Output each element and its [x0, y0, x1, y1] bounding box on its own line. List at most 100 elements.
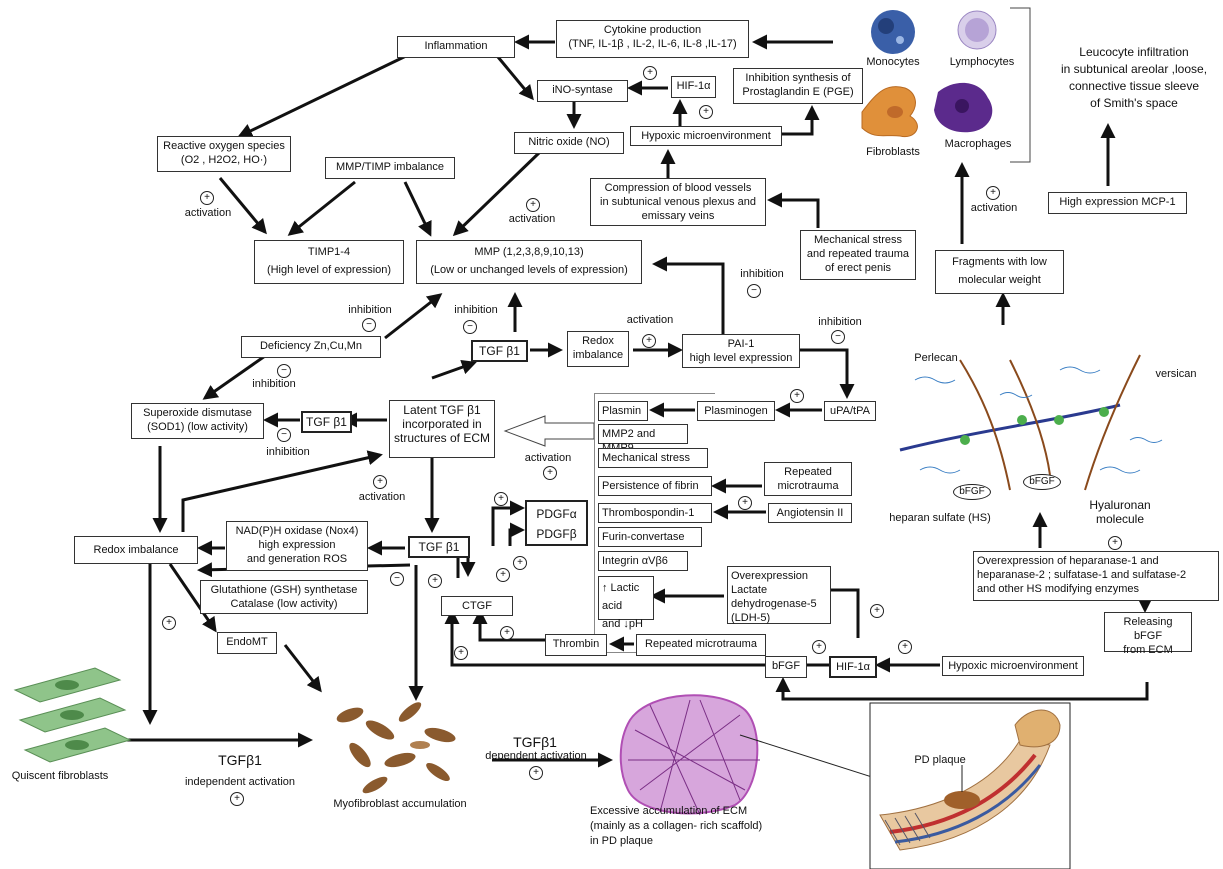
plus-sign: + [500, 626, 514, 640]
label-versican: versican [1155, 368, 1197, 380]
monocyte-cell [871, 10, 915, 54]
label-perlecan: Perlecan [914, 352, 958, 364]
plus-sign: + [870, 604, 884, 618]
penis-anatomy-panel [869, 702, 1071, 869]
box-mmp2-mmp9: MMP2 and MMP9 [598, 424, 688, 454]
label-independent-activation: independent activation [184, 776, 296, 788]
plus-sign: + [162, 616, 176, 630]
box-inhibition-pge: Inhibition synthesis of Prostaglandin E … [733, 68, 863, 104]
box-thrombospondin: Thrombospondin-1 [598, 503, 712, 523]
box-nadph-oxidase: NAD(P)H oxidase (Nox4) high expression a… [226, 521, 368, 571]
label-inhibition-upa: inhibition [818, 316, 862, 328]
label-leucocyte-infiltration: Leucocyte infiltration in subtunical are… [1060, 45, 1208, 110]
lymphocyte-cell [957, 10, 997, 50]
box-ctgf: CTGF [441, 596, 513, 616]
plus-sign: + [513, 556, 527, 570]
label-activation-no: activation [508, 213, 556, 225]
box-tgfb1-mid: TGF β1 [471, 340, 528, 362]
label-inhibition-tgf: inhibition [454, 304, 498, 316]
label-activation-fragments: activation [970, 202, 1018, 214]
plus-sign: + [200, 191, 214, 205]
label-inhibition-pai: inhibition [740, 268, 784, 280]
minus-sign: − [463, 320, 477, 334]
hollow-arrow [503, 415, 595, 447]
minus-sign: − [362, 318, 376, 332]
plus-sign: + [529, 766, 543, 780]
arrows [120, 34, 1153, 768]
plus-sign: + [986, 186, 1000, 200]
ecm-collagen-image [619, 694, 760, 816]
label-monocytes: Monocytes [866, 56, 920, 68]
plus-sign: + [494, 492, 508, 506]
fibroblast-cell [861, 86, 918, 138]
plus-sign: + [699, 105, 713, 119]
box-superoxide-dismutase: Superoxide dismutase (SOD1) (low activit… [131, 403, 264, 439]
box-tgfb1-left: TGF β1 [301, 411, 352, 433]
box-bfgf: bFGF [765, 656, 807, 678]
box-reactive-oxygen: Reactive oxygen species (O2 , H2O2, HO·) [157, 136, 291, 172]
plus-sign: + [812, 640, 826, 654]
box-fragments: Fragments with low molecular weight [935, 250, 1064, 294]
plus-sign: + [643, 66, 657, 80]
label-fibroblasts: Fibroblasts [866, 146, 920, 158]
bfgf-ellipse-2: bFGF [1023, 474, 1061, 490]
plus-sign: + [496, 568, 510, 582]
label-dependent-activation: dependent activation [485, 750, 587, 762]
box-integrin: Integrin αVβ6 [598, 551, 688, 571]
label-inhibition-left: inhibition [266, 446, 310, 458]
ecm-structure [899, 354, 1163, 491]
label-inhibition-deficiency: inhibition [348, 304, 392, 316]
plus-sign: + [543, 466, 557, 480]
minus-sign: − [277, 428, 291, 442]
myofibroblast-cluster [336, 702, 456, 794]
box-redox-imbalance-left: Redox imbalance [74, 536, 198, 564]
plus-sign: + [790, 389, 804, 403]
label-quiscent-fibroblasts: Quiscent fibroblasts [11, 770, 109, 782]
box-ldh5: Overexpression Lactate dehydrogenase-5 (… [727, 566, 831, 624]
label-activation-redox: activation [626, 314, 674, 326]
plus-sign: + [1108, 536, 1122, 550]
quiscent-fibroblast-cells [13, 667, 132, 763]
box-repeated-microtrauma-2: Repeated microtrauma [636, 634, 766, 656]
box-overexpression-heparanase: Overexpression of heparanase-1 and hepar… [973, 551, 1219, 601]
label-activation-list: activation [524, 452, 572, 464]
box-repeated-microtrauma: Repeated microtrauma [764, 462, 852, 496]
box-high-expression-mcp1: High expression MCP-1 [1048, 192, 1187, 214]
box-endomt: EndoMT [217, 632, 277, 654]
box-glutathione: Glutathione (GSH) synthetase Catalase (l… [200, 580, 368, 614]
bfgf-ellipse-1: bFGF [953, 484, 991, 500]
box-latent-tgfb1: Latent TGF β1 incorporated in structures… [389, 400, 495, 458]
box-nitric-oxide: Nitric oxide (NO) [514, 132, 624, 154]
box-pai1: PAI-1 high level expression [682, 334, 800, 368]
box-releasing-bfgf: Releasing bFGF from ECM [1104, 612, 1192, 656]
box-mmp: MMP (1,2,3,8,9,10,13) (Low or unchanged … [416, 240, 642, 284]
box-hypoxic-top: Hypoxic microenvironment [630, 126, 782, 146]
label-activation-ros: activation [184, 207, 232, 219]
box-inflammation: Inflammation [397, 36, 515, 58]
plus-sign: + [454, 646, 468, 660]
label-tgfb1-dependent-title: TGFβ1 [513, 734, 557, 750]
box-cytokine-production: Cytokine production (TNF, IL-1β , IL-2, … [556, 20, 749, 58]
box-plasminogen: Plasminogen [697, 401, 775, 421]
plus-sign: + [373, 475, 387, 489]
minus-sign: − [831, 330, 845, 344]
label-tgfb1-independent-title: TGFβ1 [218, 752, 262, 768]
label-hyaluronan: Hyaluronan molecule [1089, 498, 1151, 526]
box-hypoxic-low: Hypoxic microenvironment [942, 656, 1084, 676]
box-plasmin: Plasmin [598, 401, 648, 421]
box-persistence-fibrin: Persistence of fibrin [598, 476, 712, 496]
minus-sign: − [747, 284, 761, 298]
plus-sign: + [230, 792, 244, 806]
plus-sign: + [738, 496, 752, 510]
label-lymphocytes: Lymphocytes [949, 56, 1015, 68]
label-myofibroblast-accumulation: Myofibroblast accumulation [333, 798, 467, 810]
plus-sign: + [642, 334, 656, 348]
box-mmp-timp-imbalance: MMP/TIMP imbalance [325, 157, 455, 179]
box-deficiency-zn-cu-mn: Deficiency Zn,Cu,Mn [241, 336, 381, 358]
box-furin-convertase: Furin-convertase [598, 527, 702, 547]
plus-sign: + [526, 198, 540, 212]
box-mechanical-stress-trauma: Mechanical stress and repeated trauma of… [800, 230, 916, 280]
box-angiotensin: Angiotensin II [768, 503, 852, 523]
box-lactic-acid: ↑ Lactic acid and ↓pH [598, 576, 654, 630]
